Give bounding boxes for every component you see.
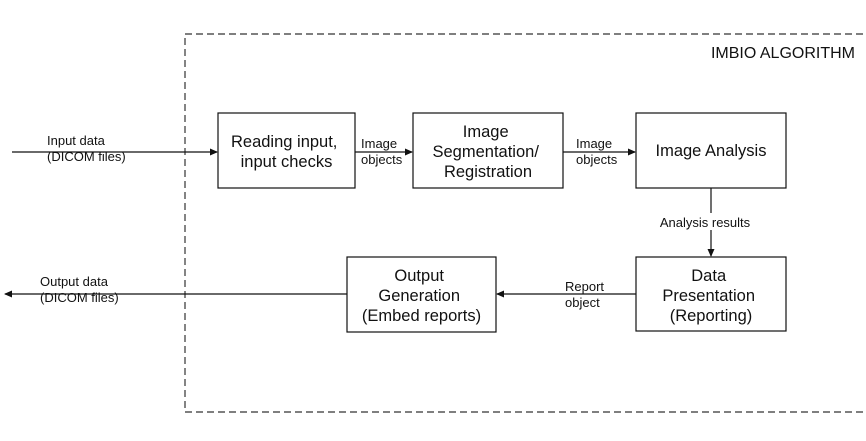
box-data-presentation-label: Data Presentation (Reporting) [662,267,759,325]
box-reading-input-label: Reading input, input checks [231,133,342,171]
edge-label-report-object: Report object [565,279,608,310]
edge-label-image-objects-2: Image objects [576,136,618,167]
algorithm-boundary [184,33,866,413]
edge-label-output-data: Output data (DICOM files) [40,274,119,305]
box-output-generation: Output Generation (Embed reports) [346,256,497,333]
edge-label-image-objects-1: Image objects [361,136,403,167]
edge-label-input-data: Input data (DICOM files) [47,133,126,164]
box-reading-input: Reading input, input checks [217,112,356,189]
box-data-presentation: Data Presentation (Reporting) [635,256,787,332]
box-output-generation-label: Output Generation (Embed reports) [362,267,481,325]
box-image-analysis: Image Analysis [635,112,787,189]
algorithm-title: IMBIO ALGORITHM [711,45,855,62]
box-image-segmentation: Image Segmentation/ Registration [412,112,564,189]
edge-label-analysis-results-backdrop [652,213,758,230]
edge-label-analysis-results: Analysis results [660,215,751,230]
box-image-segmentation-label: Image Segmentation/ Registration [433,123,544,181]
box-image-analysis-label: Image Analysis [656,142,767,160]
